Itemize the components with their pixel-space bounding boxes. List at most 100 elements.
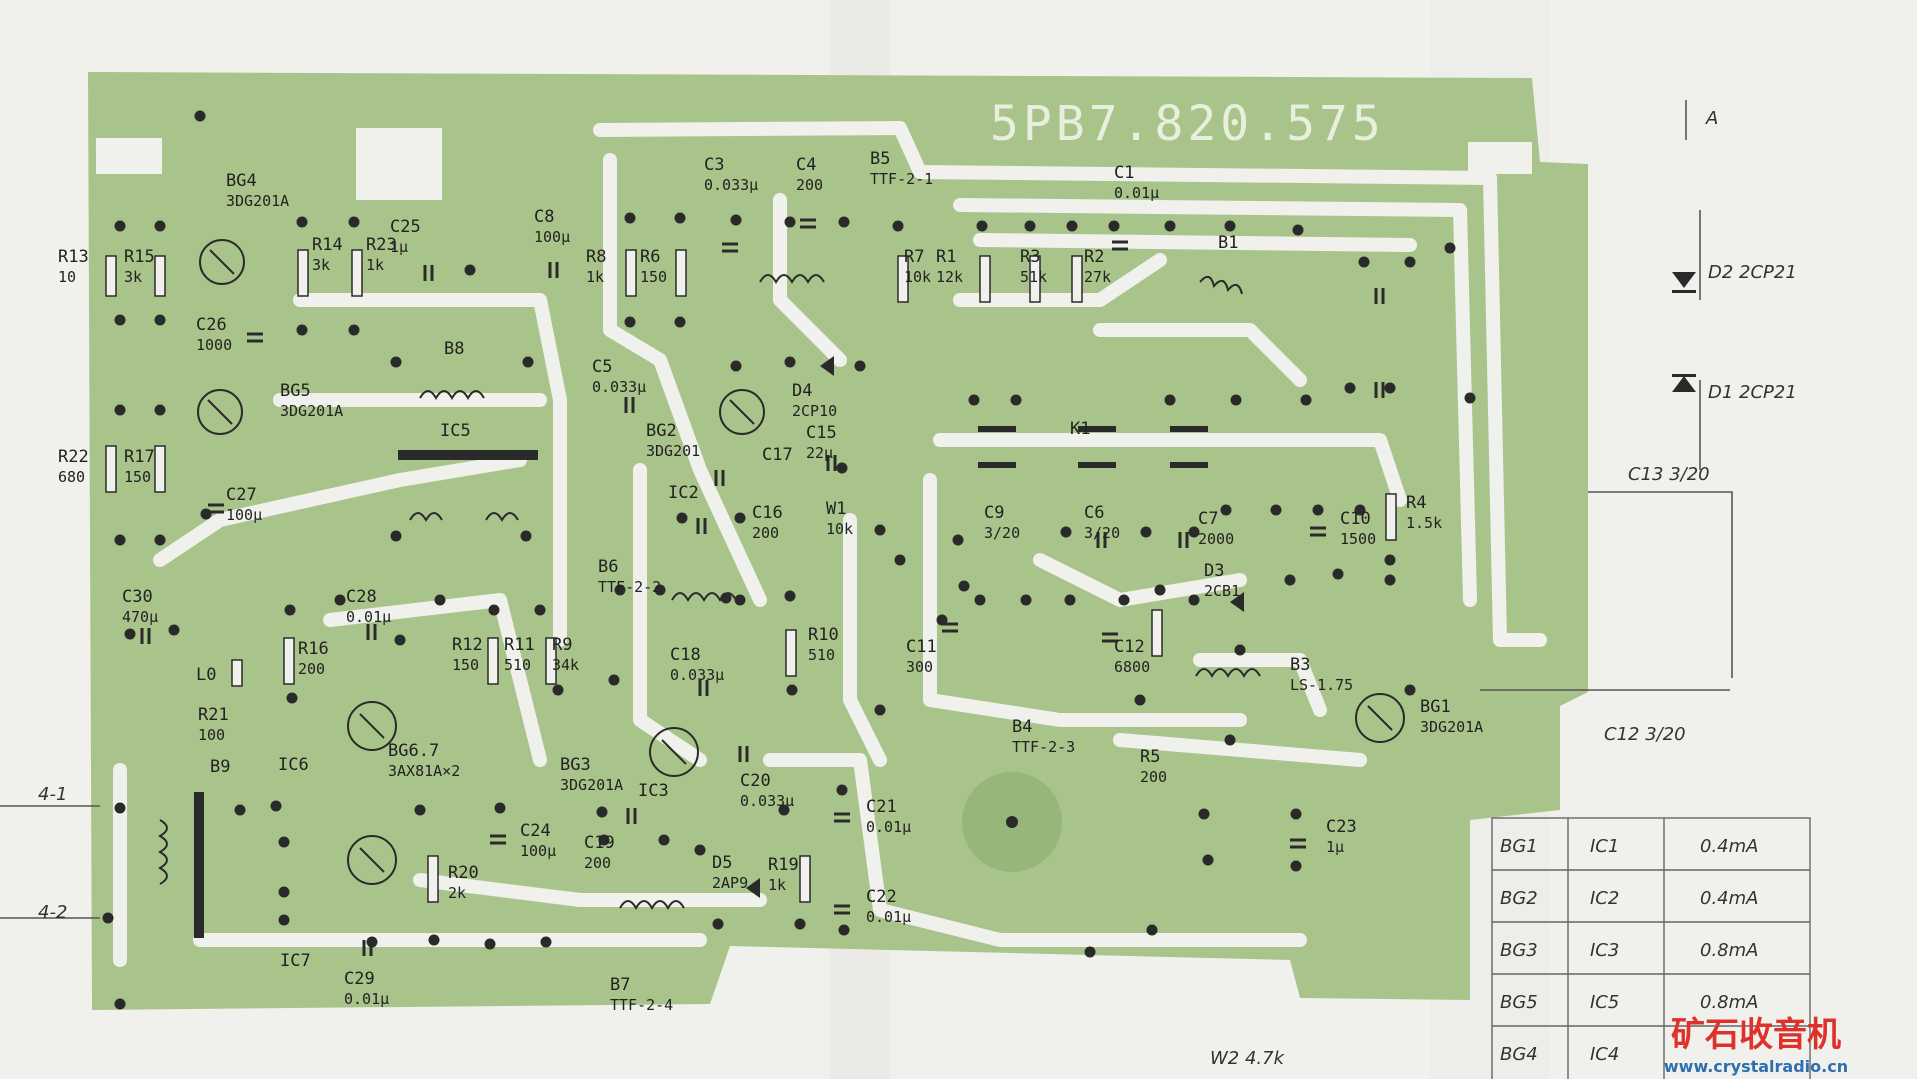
solder-pad: [1164, 220, 1176, 232]
component-ref-label: BG4: [226, 171, 257, 191]
component-value-label: 1000: [196, 336, 232, 354]
solder-pad: [520, 530, 532, 542]
component-ref-label: C18: [670, 645, 701, 665]
solder-pad: [488, 604, 500, 616]
solder-pad: [1202, 854, 1214, 866]
component-ref-label: BG6.7: [388, 741, 439, 761]
solder-pad: [552, 684, 564, 696]
diode-footprints: [746, 272, 1696, 898]
solder-pad: [854, 360, 866, 372]
component-ref-label: C30: [122, 587, 153, 607]
solder-pad: [1146, 924, 1158, 936]
solder-pad: [284, 604, 296, 616]
component-value-label: 3DG201A: [560, 776, 623, 794]
component-ref-label: C17: [762, 445, 793, 465]
component-value-label: 1.5k: [1406, 514, 1442, 532]
solder-pad: [1064, 594, 1076, 606]
component-value-label: 0.033μ: [670, 666, 724, 684]
watermark-url: www.crystalradio.cn: [1664, 1057, 1848, 1076]
solder-pad: [1384, 382, 1396, 394]
component-value-label: 100μ: [226, 506, 262, 524]
solder-pad: [390, 530, 402, 542]
solder-pad: [1220, 504, 1232, 516]
component-ref-label: D3: [1204, 561, 1224, 581]
note-c12: C12 3/20: [1604, 724, 1686, 745]
component-ref-label: C22: [866, 887, 897, 907]
solder-pad: [674, 316, 686, 328]
solder-pad: [540, 936, 552, 948]
component-value-label: 3DG201: [646, 442, 700, 460]
solder-pad: [296, 324, 308, 336]
solder-pad: [394, 634, 406, 646]
component-value-label: 200: [752, 524, 779, 542]
component-ref-label: R6: [640, 247, 660, 267]
solder-pad: [1404, 256, 1416, 268]
solder-pad: [836, 462, 848, 474]
solder-pad: [614, 584, 626, 596]
spec-table: [1491, 817, 1811, 1079]
solder-pad: [1084, 946, 1096, 958]
solder-pad: [270, 800, 282, 812]
component-value-label: 51k: [1020, 268, 1047, 286]
resistor-footprints: [105, 249, 1397, 903]
solder-pad: [1312, 504, 1324, 516]
component-ref-label: BG3: [560, 755, 591, 775]
component-ref-label: B5: [870, 149, 890, 169]
solder-pad: [114, 534, 126, 546]
component-ref-label: IC7: [280, 951, 311, 971]
solder-pad: [1134, 694, 1146, 706]
note-edge-a: 4-1: [38, 784, 67, 805]
solder-pad: [1332, 568, 1344, 580]
solder-pad: [624, 212, 636, 224]
component-ref-label: R13: [58, 247, 89, 267]
solder-pad: [784, 356, 796, 368]
component-value-label: 200: [298, 660, 325, 678]
solder-pad: [428, 934, 440, 946]
solder-pad: [874, 704, 886, 716]
solder-pad: [1444, 242, 1456, 254]
solder-pad: [892, 220, 904, 232]
component-value-label: 22μ: [806, 444, 833, 462]
component-value-label: 3DG201A: [1420, 718, 1483, 736]
component-ref-label: C24: [520, 821, 551, 841]
solder-pad: [778, 804, 790, 816]
solder-pad: [730, 214, 742, 226]
solder-pad: [286, 692, 298, 704]
component-ref-label: R8: [586, 247, 606, 267]
solder-pad: [952, 534, 964, 546]
component-ref-label: R22: [58, 447, 89, 467]
solder-pad: [1060, 526, 1072, 538]
component-value-label: TTF-2-1: [870, 170, 933, 188]
component-ref-label: C11: [906, 637, 937, 657]
solder-pad: [124, 628, 136, 640]
component-value-label: TTF-2-3: [1012, 738, 1075, 756]
component-ref-label: B3: [1290, 655, 1310, 675]
component-value-label: 3/20: [984, 524, 1020, 542]
component-ref-label: B6: [598, 557, 618, 577]
component-ref-label: R15: [124, 247, 155, 267]
component-value-label: 300: [906, 658, 933, 676]
solder-pad: [194, 110, 206, 122]
component-ref-label: C26: [196, 315, 227, 335]
solder-pad: [838, 216, 850, 228]
solder-pad: [658, 834, 670, 846]
component-value-label: 510: [808, 646, 835, 664]
component-ref-label: B1: [1218, 233, 1238, 253]
table-cell-ic: IC1: [1590, 836, 1619, 857]
component-ref-label: C4: [796, 155, 816, 175]
solder-pad: [348, 216, 360, 228]
solder-pad: [1020, 594, 1032, 606]
board-cutout-top-left: [96, 138, 162, 174]
component-ref-label: R7: [904, 247, 924, 267]
component-value-label: 200: [1140, 768, 1167, 786]
component-ref-label: K1: [1070, 419, 1090, 439]
solder-pad: [1290, 860, 1302, 872]
solder-pad: [464, 264, 476, 276]
component-value-label: 10k: [826, 520, 853, 538]
component-value-label: 1μ: [390, 238, 408, 256]
solder-pad: [836, 784, 848, 796]
solder-pad: [1198, 808, 1210, 820]
solder-pad: [1384, 554, 1396, 566]
component-value-label: 100μ: [534, 228, 570, 246]
